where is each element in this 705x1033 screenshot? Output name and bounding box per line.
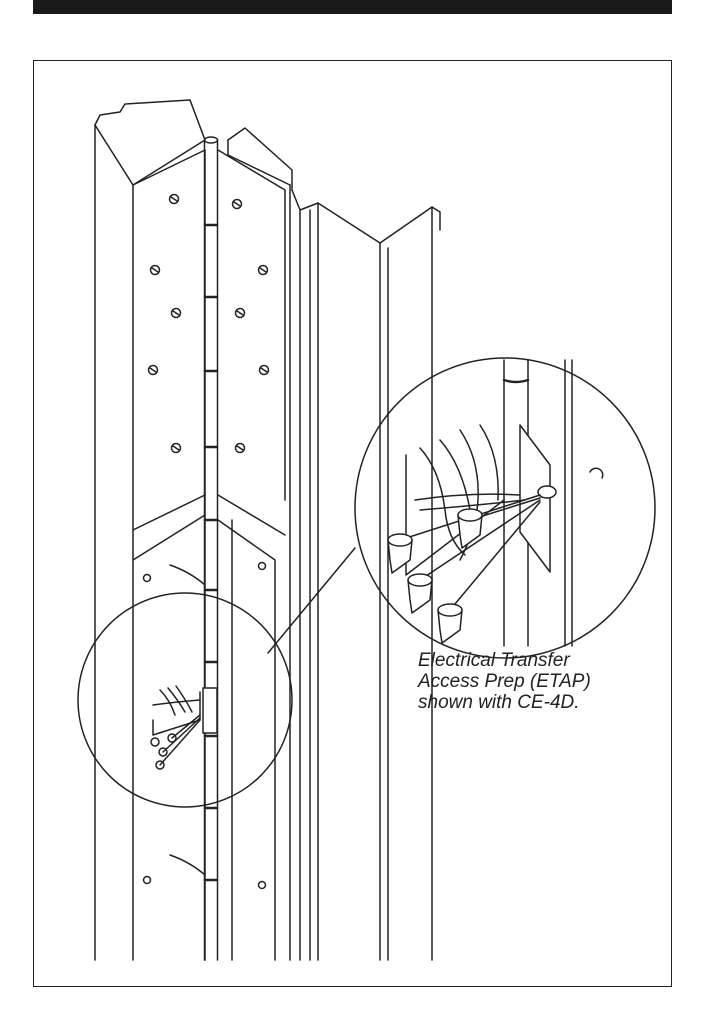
swing-arcs (169, 564, 206, 876)
caption-line-3: shown with CE-4D. (418, 692, 580, 713)
detail-circle-large (354, 357, 656, 659)
hinge-pin (203, 136, 219, 961)
etap-wires-small (150, 685, 218, 770)
etap-magnified (387, 359, 604, 647)
caption-line-1: Electrical Transfer (418, 650, 570, 671)
door-frame (227, 127, 441, 961)
door-slab (94, 99, 206, 961)
figure-caption: Electrical Transfer Access Prep (ETAP) s… (418, 650, 658, 713)
hinge-leaf-right (217, 149, 286, 961)
caption-line-2: Access Prep (ETAP) (418, 671, 591, 692)
hinge-screws (142, 193, 270, 890)
hinge-leaf-left (132, 149, 206, 961)
header-bar (33, 0, 672, 14)
detail-circle-small (77, 592, 293, 808)
leader-line (267, 547, 356, 654)
